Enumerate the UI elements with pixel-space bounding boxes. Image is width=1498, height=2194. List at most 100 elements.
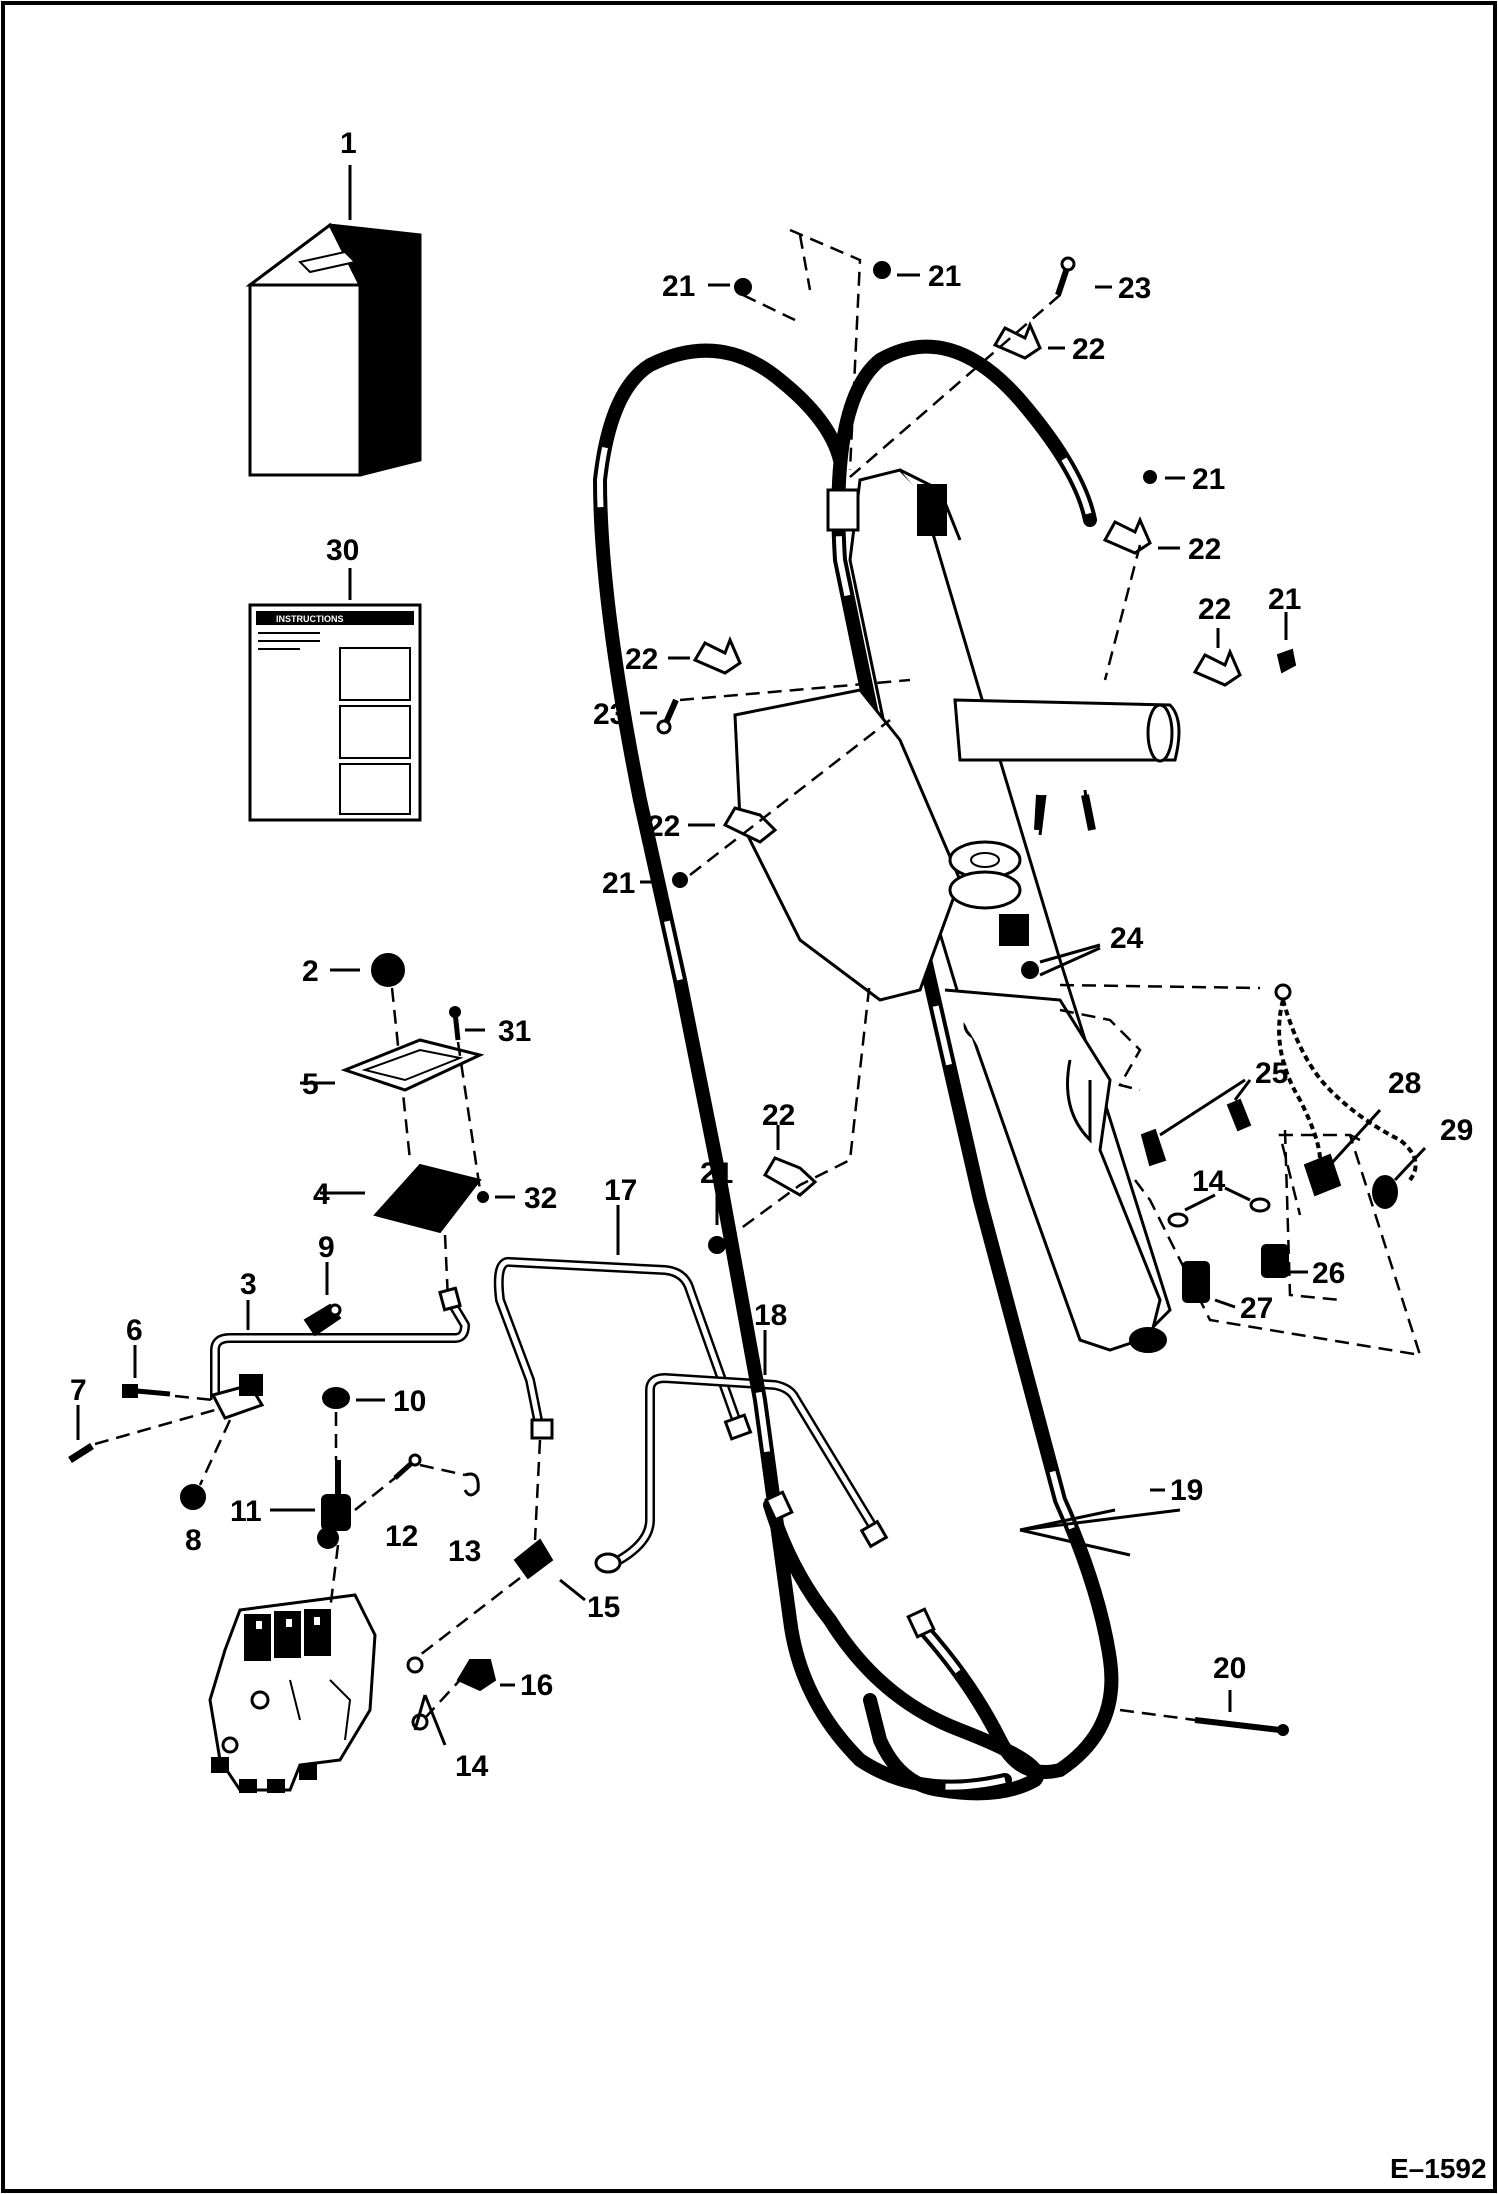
part-13-clip: [463, 1472, 480, 1497]
callout-29: 29: [1440, 1114, 1473, 1147]
callout-26: 26: [1312, 1257, 1345, 1290]
part-31-screw: [449, 1006, 461, 1041]
callout-22-a: 22: [1072, 333, 1105, 366]
part-25-fittings: [1140, 1098, 1252, 1167]
part-22-clamp-f: [762, 1156, 818, 1197]
part-9-fitting: [303, 1303, 342, 1337]
figure-id: E–1592: [1390, 2153, 1487, 2184]
part-32-nut: [477, 1191, 489, 1203]
part-23-bolt-b: [656, 698, 679, 735]
pump-valve-body: [208, 1593, 377, 1793]
part-4-filter: [373, 1163, 482, 1234]
part-11-valve: [317, 1460, 351, 1549]
part-21-nut-f: [708, 1236, 726, 1254]
part-29-plug: [1372, 1175, 1398, 1209]
part-19-hose-end-b: [906, 1607, 936, 1639]
callout-22-c: 22: [1198, 593, 1231, 626]
callout-7: 7: [70, 1374, 87, 1407]
part-15-fitting: [513, 1439, 554, 1580]
callout-24: 24: [1110, 922, 1144, 955]
callout-23-b: 23: [593, 698, 626, 731]
part-26-coupler: [1261, 1244, 1289, 1278]
callout-31: 31: [498, 1015, 531, 1048]
part-21-nut-c: [1143, 470, 1157, 484]
part-7-bolt: [68, 1443, 94, 1463]
callout-20: 20: [1213, 1652, 1246, 1685]
part-21-nut-b: [873, 261, 891, 279]
part-22-clamp-a: [992, 321, 1042, 360]
callout-14-upper: 14: [1192, 1165, 1226, 1198]
callout-8: 8: [185, 1524, 202, 1557]
callout-21-a: 21: [662, 270, 695, 303]
part-20-cable-tie: [1194, 1717, 1289, 1736]
part-22-clamp-e: [722, 806, 778, 844]
instruction-sheet-header: INSTRUCTIONS: [276, 614, 344, 624]
callout-11: 11: [230, 1495, 262, 1528]
part-22-clamp-d: [692, 636, 742, 675]
part-10-washer: [322, 1387, 350, 1409]
callout-19: 19: [1170, 1474, 1203, 1507]
callout-30: 30: [326, 534, 359, 567]
callout-27: 27: [1240, 1292, 1273, 1325]
callout-28: 28: [1388, 1067, 1421, 1100]
callout-22-e: 22: [647, 810, 680, 843]
callout-3: 3: [240, 1268, 257, 1301]
callout-4: 4: [313, 1178, 330, 1211]
part-30-instruction-sheet: INSTRUCTIONS: [248, 568, 422, 822]
part-8-nut: [180, 1484, 206, 1510]
part-19-hose-c: [592, 343, 1012, 1794]
part-16-plug: [456, 1659, 497, 1692]
part-24-nut: [1021, 961, 1039, 979]
part-21-nut-d: [1276, 648, 1297, 674]
part-17-tube: [493, 1257, 753, 1441]
callout-23-a: 23: [1118, 272, 1151, 305]
part-3-banjo-block: [210, 1374, 265, 1420]
part-21-nut-e: [672, 872, 688, 888]
part-14-oring-a: [406, 1656, 424, 1674]
callout-12: 12: [385, 1520, 418, 1553]
callout-labels: 1 30 2 31 5 4 32 9 3 6 7 10 8 11 12 13 1…: [70, 127, 1473, 1783]
callout-10: 10: [393, 1385, 426, 1418]
part-22-clamp-b: [1102, 516, 1152, 555]
callout-21-d: 21: [1268, 583, 1301, 616]
coupler-chain: [1274, 983, 1418, 1182]
part-2-cap: [371, 953, 405, 987]
callout-32: 32: [524, 1182, 557, 1215]
callout-21-e: 21: [602, 867, 635, 900]
part-6-bolt: [122, 1384, 171, 1398]
boom-frame: [733, 468, 1181, 1353]
part-14-orings-upper: [1167, 1197, 1271, 1228]
callout-16: 16: [520, 1669, 553, 1702]
callout-9: 9: [318, 1231, 335, 1264]
callout-2: 2: [302, 955, 319, 988]
part-22-clamp-c: [1192, 648, 1242, 687]
part-18-tube: [594, 1373, 889, 1574]
callout-17: 17: [604, 1174, 637, 1207]
callout-14-lower: 14: [455, 1750, 489, 1783]
callout-13: 13: [448, 1535, 481, 1568]
part-3-tube: [210, 1286, 470, 1400]
callout-1: 1: [340, 127, 357, 160]
callout-22-f: 22: [762, 1099, 795, 1132]
part-21-nut-a: [734, 278, 752, 296]
callout-21-c: 21: [1192, 463, 1225, 496]
callout-18: 18: [754, 1299, 787, 1332]
callout-21-b: 21: [928, 260, 961, 293]
part-23-bolt-a: [1055, 256, 1076, 296]
part-12-pin: [393, 1453, 422, 1480]
part-19-hose-b: [831, 339, 1119, 1779]
part-27-coupler: [1182, 1261, 1210, 1303]
part-19-hose-end-a: [764, 1490, 794, 1522]
callout-25: 25: [1255, 1057, 1288, 1090]
callout-15: 15: [587, 1591, 620, 1624]
part-1-manual-box: [245, 165, 422, 477]
part-19-hose-a: [763, 1498, 1044, 1801]
callout-22-b: 22: [1188, 533, 1221, 566]
callout-5: 5: [302, 1068, 319, 1101]
callout-22-d: 22: [625, 643, 658, 676]
callout-6: 6: [126, 1314, 143, 1347]
callout-21-f: 21: [700, 1157, 733, 1190]
part-5-gasket: [340, 1038, 485, 1092]
